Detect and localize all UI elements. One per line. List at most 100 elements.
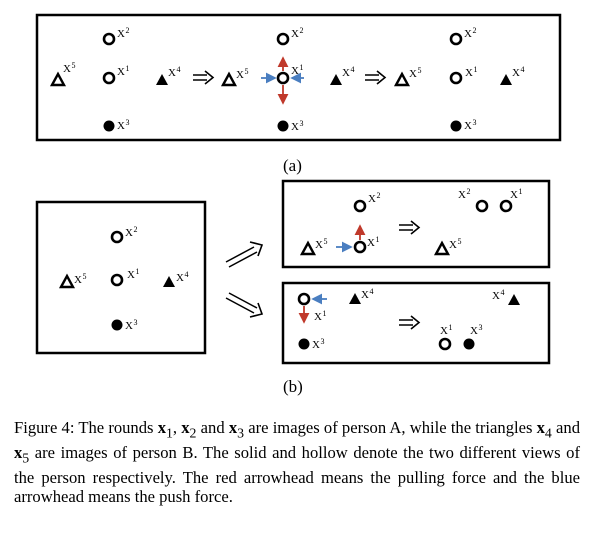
caption-x2-sub: 2 — [189, 425, 197, 441]
panel-a-frame — [35, 13, 562, 142]
label-x1: X1 — [440, 323, 452, 337]
caption-x4-sub: 4 — [544, 425, 552, 441]
label-x1: X1 — [510, 187, 522, 201]
panel-b-source-group: X2 X1 X3 X5 X4 — [58, 225, 188, 332]
point-x1-hollow — [297, 292, 311, 306]
panel-b-pull-frame — [281, 281, 551, 365]
point-x4-solid-triangle — [349, 293, 361, 304]
point-x5-hollow-triangle — [299, 240, 317, 256]
label-x2: X2 — [291, 26, 303, 40]
point-x2-hollow — [475, 199, 489, 213]
transition-arrow-4 — [399, 315, 421, 330]
label-x2: X2 — [464, 26, 476, 40]
label-x2: X2 — [125, 225, 137, 239]
caption-text: , — [172, 418, 182, 437]
caption-x5: x — [14, 442, 23, 462]
point-x2-hollow — [276, 32, 290, 46]
label-x4: X4 — [168, 65, 180, 79]
transition-arrow-3 — [399, 220, 421, 235]
point-x5-hollow-triangle — [49, 71, 67, 87]
point-x1-hollow — [438, 337, 452, 351]
caption-x4: x — [536, 418, 545, 437]
point-x4-solid-triangle — [508, 294, 520, 305]
label-x2: X2 — [117, 26, 129, 40]
point-x1-hollow — [276, 71, 290, 85]
caption-x3: x — [228, 418, 238, 437]
point-x3-solid — [111, 319, 123, 331]
panel-b-push-frame — [281, 179, 551, 269]
label-x2: X2 — [368, 191, 380, 205]
label-x1: X1 — [127, 267, 139, 281]
label-x5: X5 — [236, 67, 248, 81]
point-x1-hollow — [110, 273, 124, 287]
label-x3: X3 — [125, 318, 137, 332]
caption-text: are images of person B. The solid and ho… — [14, 442, 580, 507]
caption-x1-sub: 1 — [165, 425, 173, 441]
figure-diagram: X2 X1 X3 X5 X4 X5 X2 X1 X3 X4 — [35, 13, 562, 396]
panel-b-push-after: X2 X1 X5 — [433, 187, 522, 256]
branch-arrow-down — [225, 292, 264, 318]
label-x1: X1 — [117, 64, 129, 78]
figure-caption: Figure 4: The rounds x1, x2 and x3 are i… — [14, 418, 580, 507]
panel-a-group-1: X2 X1 X3 X5 X4 — [49, 26, 180, 132]
label-x5: X5 — [449, 237, 461, 251]
point-x4-solid-triangle — [156, 74, 168, 85]
point-x5-hollow-triangle — [58, 273, 76, 289]
point-x1-hollow — [102, 71, 116, 85]
label-x3: X3 — [117, 118, 129, 132]
label-x5: X5 — [315, 237, 327, 251]
panel-b-source-frame — [35, 200, 207, 355]
point-x2-hollow — [449, 32, 463, 46]
point-x1-hollow — [353, 240, 367, 254]
panel-a-group-3: X5 X2 X1 X3 X4 — [393, 26, 524, 132]
label-x1: X1 — [314, 309, 326, 323]
point-x4-solid-triangle — [500, 74, 512, 85]
label-x1: X1 — [291, 63, 303, 77]
point-x5-hollow-triangle — [220, 71, 238, 87]
point-x2-hollow — [102, 32, 116, 46]
label-x3: X3 — [312, 337, 324, 351]
panel-a-group-2: X5 X2 X1 X3 X4 — [220, 26, 354, 133]
panel-b-pull-after: X4 X1 X3 — [438, 288, 520, 351]
label-x3: X3 — [291, 119, 303, 133]
caption-text: Figure 4: The rounds — [14, 418, 158, 437]
caption-x5-sub: 5 — [22, 450, 30, 466]
point-x3-solid — [103, 120, 115, 132]
point-x3-solid — [450, 120, 462, 132]
transition-arrow-1 — [193, 70, 215, 85]
label-x3: X3 — [464, 118, 476, 132]
point-x1-hollow — [499, 199, 513, 213]
label-x5: X5 — [63, 61, 75, 75]
transition-arrow-2 — [365, 70, 387, 85]
panel-b-push-before: X2 X1 X5 — [299, 191, 380, 256]
label-x3: X3 — [470, 323, 482, 337]
panel-b-label: (b) — [283, 377, 303, 396]
label-x2: X2 — [458, 187, 470, 201]
caption-text: and — [196, 418, 229, 437]
label-x4: X4 — [176, 270, 188, 284]
panel-a-label: (a) — [283, 156, 302, 175]
caption-text: and — [551, 418, 580, 437]
label-x4: X4 — [342, 65, 354, 79]
point-x4-solid-triangle — [163, 276, 175, 287]
caption-x2: x — [181, 418, 190, 437]
point-x3-solid — [463, 338, 475, 350]
label-x4: X4 — [512, 65, 524, 79]
panel-b-pull-before: X1 X4 X3 — [297, 287, 373, 351]
label-x4: X4 — [361, 287, 373, 301]
caption-x3-sub: 3 — [237, 425, 245, 441]
label-x5: X5 — [409, 66, 421, 80]
point-x1-hollow — [449, 71, 463, 85]
point-x2-hollow — [110, 230, 124, 244]
point-x5-hollow-triangle — [433, 240, 451, 256]
branch-arrow-up — [225, 241, 264, 268]
caption-x1: x — [157, 418, 166, 437]
point-x2-hollow — [353, 199, 367, 213]
label-x4: X4 — [492, 288, 504, 302]
label-x1: X1 — [465, 65, 477, 79]
point-x3-solid — [298, 338, 310, 350]
label-x1: X1 — [367, 235, 379, 249]
point-x4-solid-triangle — [330, 74, 342, 85]
caption-text: are images of person A, while the triang… — [244, 418, 537, 437]
point-x5-hollow-triangle — [393, 71, 411, 87]
